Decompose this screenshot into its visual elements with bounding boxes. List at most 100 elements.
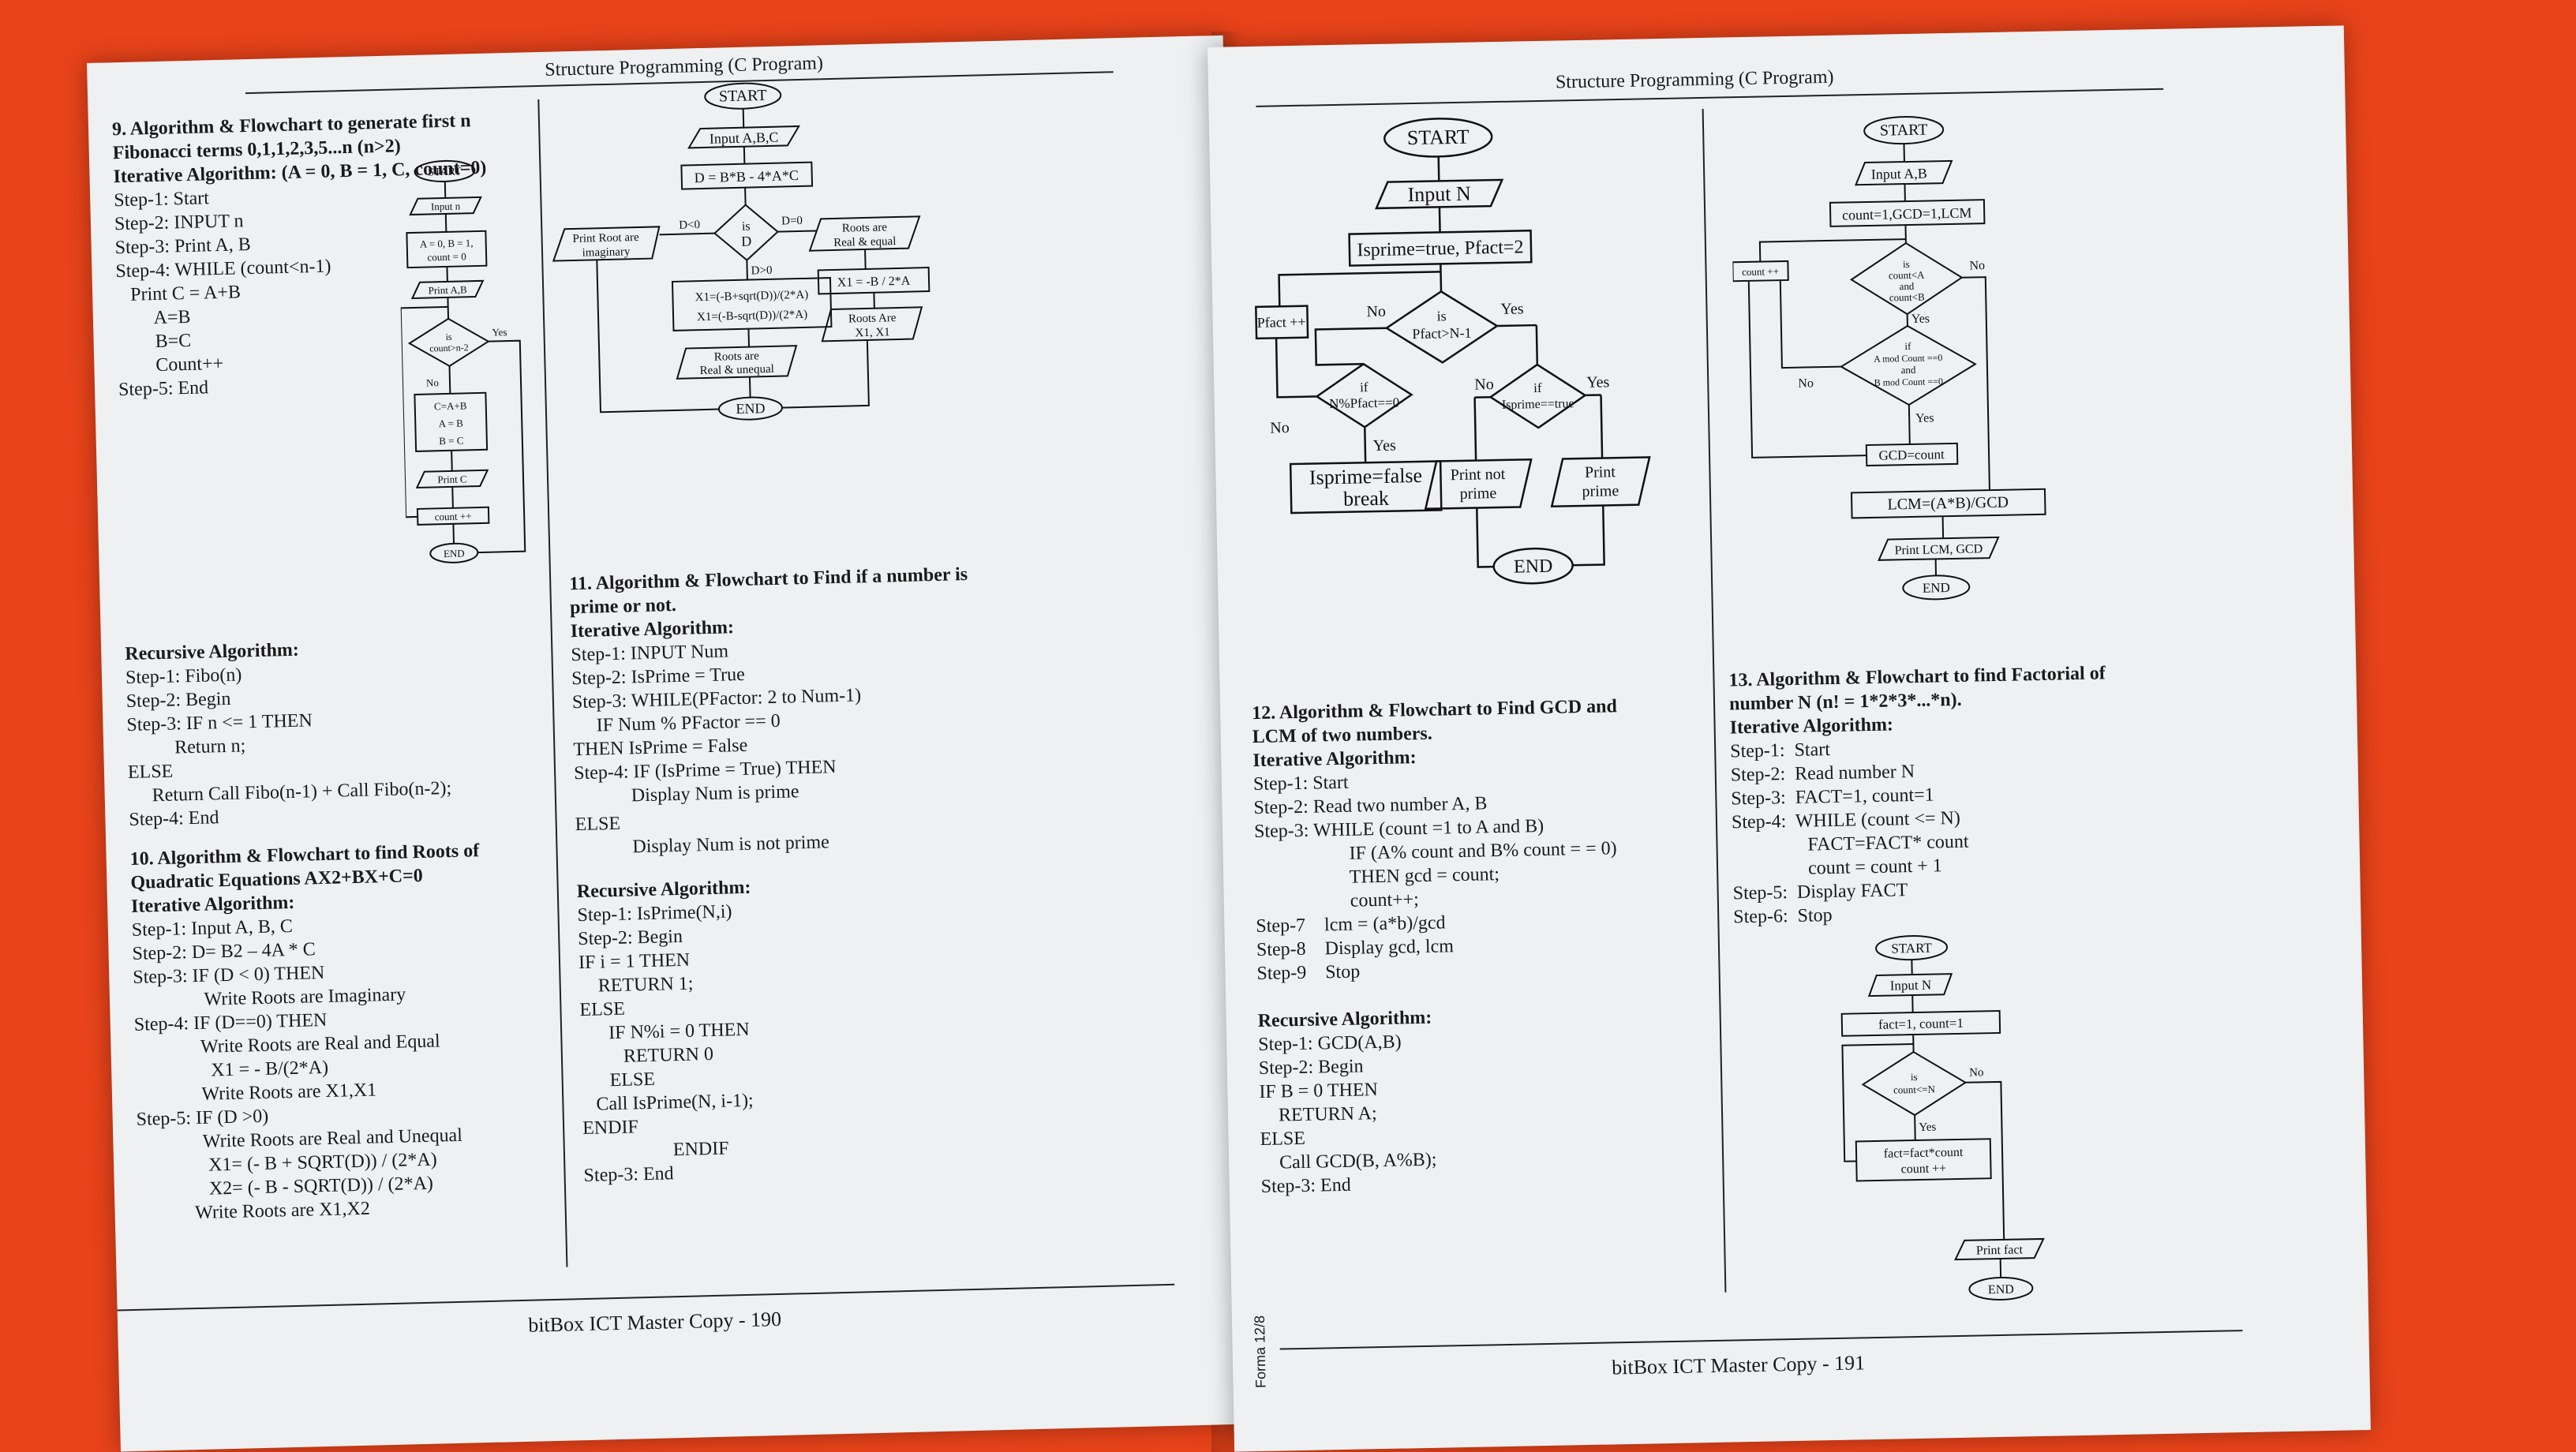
fc10-x1: X1=(-B+sqrt(D))/(2*A) — [695, 289, 809, 305]
fc9-print-ab: Print A,B — [428, 283, 467, 296]
footer-rule — [1279, 1330, 2243, 1350]
sec12-line: Step-9 Stop — [1256, 961, 1361, 985]
sec12-rec-line: RETURN A; — [1259, 1103, 1377, 1126]
fc11-init: Isprime=true, Pfact=2 — [1357, 237, 1523, 260]
sec13-line: count = count + 1 — [1732, 855, 1943, 881]
fc12-end: END — [1923, 580, 1950, 596]
fibonacci-flowchart: START Input n A = 0, B = 1, count = 0 Pr… — [399, 159, 526, 563]
page-header: Structure Programming (C Program) — [545, 53, 824, 80]
fc11-input: Input N — [1407, 182, 1471, 207]
rec9-line: Step-4: End — [129, 807, 219, 830]
fc12-lcm: LCM=(A*B)/GCD — [1887, 494, 2009, 514]
sec11-rec-line: IF i = 1 THEN — [578, 949, 691, 974]
fc9-start: START — [428, 166, 462, 178]
rec9-line: Return Call Fibo(n-1) + Call Fibo(n-2); — [128, 777, 452, 806]
fc12-no1: No — [1969, 259, 1985, 272]
sec9-step: Step-3: Print A, B — [114, 234, 252, 259]
sec12-rec-line: ELSE — [1260, 1128, 1306, 1150]
column-divider — [1702, 108, 1727, 1293]
fc10-dec2: D — [741, 233, 751, 249]
fc13-p1: fact=fact*count — [1884, 1146, 1964, 1161]
sec11-rec-line: Call IsPrime(N, i-1); — [582, 1090, 754, 1116]
sec13-line: Step-3: FACT=1, count=1 — [1731, 784, 1934, 810]
fc12-d2c: and — [1900, 364, 1916, 376]
sec13-line: Step-6: Stop — [1733, 905, 1833, 928]
rec9-line: Return n; — [126, 735, 246, 760]
sec11-rec-line: Step-3: End — [583, 1163, 674, 1187]
sec9-step: B=C — [140, 330, 192, 353]
sec11-line: Step-1: INPUT Num — [571, 641, 729, 666]
sec9-step: Count++ — [141, 353, 224, 376]
sec12-line: Step-1: Start — [1252, 772, 1349, 795]
fc11-dec3b: Isprime==true — [1502, 397, 1574, 412]
fc13-init: fact=1, count=1 — [1878, 1016, 1964, 1032]
sec9-step: Step-1: Start — [113, 188, 210, 211]
fc12-d1d: count<B — [1889, 291, 1925, 304]
sec10-line: Write Roots are X1,X1 — [135, 1080, 377, 1106]
fc10-eq: D=0 — [781, 215, 803, 228]
fc10-lt: D<0 — [679, 219, 700, 232]
sec12-rec-title: Recursive Algorithm: — [1257, 1007, 1432, 1032]
sec11-rec-line: ENDIF — [582, 1138, 729, 1163]
fc10-x1eq: X1 = -B / 2*A — [837, 275, 911, 290]
fc10-eq1: Roots are — [842, 221, 888, 234]
side-mark: Forma 12/8 — [1251, 1315, 1269, 1389]
sec11-line: Display Num is prime — [574, 781, 799, 808]
sec11-rec-line: ENDIF — [582, 1117, 639, 1140]
sec11-title-line1: 11. Algorithm & Flowchart to Find if a n… — [568, 563, 968, 595]
sec13-title-line3: Iterative Algorithm: — [1729, 714, 1894, 739]
sec11-rec-line: Step-1: IsPrime(N,i) — [577, 901, 732, 926]
sec11-rec-line: RETURN 0 — [580, 1043, 714, 1068]
fc9-proc1: C=A+B — [434, 399, 467, 412]
gcd-lcm-flowchart: START Input A,B count=1,GCD=1,LCM count … — [1732, 116, 2046, 601]
fc10-input: Input A,B,C — [710, 129, 779, 147]
fc11-start: START — [1407, 125, 1470, 150]
fc9-print-c: Print C — [437, 473, 467, 485]
fc10-gt: D>0 — [751, 264, 772, 278]
sec13-title-line2: number N (n! = 1*2*3*...*n). — [1728, 689, 1962, 715]
sec12-title-line1: 12. Algorithm & Flowchart to Find GCD an… — [1251, 696, 1618, 724]
fc12-no2: No — [1798, 376, 1814, 390]
fc12-d2b: A mod Count ==0 — [1874, 352, 1942, 365]
fc9-dec1: is — [445, 331, 452, 342]
sec12-rec-line: IF B = 0 THEN — [1259, 1080, 1379, 1102]
sec11-line: Display Num is not prime — [575, 832, 830, 859]
sec11-line: ELSE — [575, 813, 621, 836]
fc11-brk2: break — [1343, 487, 1389, 511]
factorial-flowchart: START Input N fact=1, count=1 is count<=… — [1840, 935, 2045, 1301]
sec12-line: count++; — [1255, 889, 1420, 914]
sec9-step: A=B — [140, 306, 191, 329]
fc10-rae2: X1, X1 — [855, 326, 890, 339]
fc13-no: No — [1969, 1066, 1984, 1079]
fc12-d1b: count<A — [1889, 269, 1925, 282]
fc11-no1: No — [1366, 303, 1386, 320]
sec13-line: Step-1: Start — [1730, 739, 1831, 762]
fc13-input: Input N — [1890, 978, 1932, 994]
rec9-line: Step-3: IF n <= 1 THEN — [126, 710, 313, 736]
sec12-line: Step-7 lcm = (a*b)/gcd — [1256, 912, 1446, 937]
sec13-line: Step-2: Read number N — [1730, 761, 1915, 786]
fc12-d2a: if — [1904, 340, 1911, 352]
fc10-calc: D = B*B - 4*A*C — [694, 167, 799, 185]
sec12-rec-line: Call GCD(B, A%B); — [1260, 1149, 1437, 1173]
fc11-brk1: Isprime=false — [1309, 464, 1423, 489]
sec12-title-line2: LCM of two numbers. — [1252, 723, 1432, 748]
sec12-line: THEN gcd = count; — [1254, 864, 1500, 890]
fc11-end: END — [1514, 556, 1553, 578]
fc9-proc3: B = C — [439, 434, 464, 447]
fc10-dec1: is — [742, 220, 751, 234]
fc12-cnt: count ++ — [1742, 265, 1779, 278]
fc10-end: END — [736, 400, 765, 417]
fc11-no3: No — [1474, 376, 1494, 393]
header-rule — [1256, 88, 2164, 107]
fc9-proc2: A = B — [439, 417, 464, 429]
fc12-gcd: GCD=count — [1878, 447, 1945, 463]
fc11-yes3: Yes — [1586, 373, 1610, 391]
fc13-yes: Yes — [1919, 1121, 1936, 1134]
fc9-init1: A = 0, B = 1, — [420, 237, 474, 250]
sec10-line: Step-5: IF (D >0) — [136, 1106, 269, 1130]
sec10-line: Write Roots are X1,X2 — [138, 1198, 371, 1225]
fc9-dec2: count>n-2 — [429, 342, 469, 354]
fc11-pnp2: prime — [1459, 485, 1496, 503]
